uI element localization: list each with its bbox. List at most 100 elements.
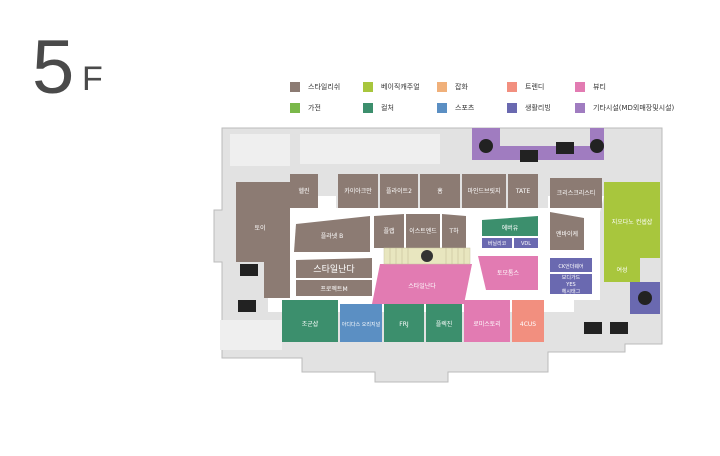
legend-item-goods: 잡화 xyxy=(437,82,468,92)
legend-item-culture: 컬처 xyxy=(363,103,394,113)
elevator-icon xyxy=(520,150,538,162)
store-label: 플랩 xyxy=(383,227,394,235)
store-s_5 xyxy=(508,174,538,208)
store-label: T하 xyxy=(448,227,459,235)
store-s_13 xyxy=(482,216,538,236)
store-s_15 xyxy=(514,238,538,248)
store-s_6 xyxy=(550,178,602,208)
store-label: 여성 xyxy=(616,266,627,274)
restroom-icon xyxy=(638,291,652,305)
legend-item-style: 스타일리쉬 xyxy=(290,82,340,92)
store-label: 로미스토리 xyxy=(473,320,501,328)
store-label: 4CUS xyxy=(520,321,536,328)
legend-swatch xyxy=(437,103,447,113)
store-s_21 xyxy=(550,274,592,294)
store-label: 토모톰스 xyxy=(497,270,520,277)
legend-item-elec: 가전 xyxy=(290,103,321,113)
store-label: FRJ xyxy=(399,321,409,328)
legend-item-bcasual: 베이직캐주얼 xyxy=(363,82,420,92)
store-s_16 xyxy=(296,258,372,278)
stairs-icon xyxy=(556,142,574,154)
legend-item-sports: 스포츠 xyxy=(437,103,474,113)
legend-swatch xyxy=(575,82,585,92)
stairs-icon xyxy=(610,322,628,334)
store-label: 스타일난다 xyxy=(408,282,436,290)
service-area xyxy=(230,134,290,166)
legend-item-beauty: 뷰티 xyxy=(575,82,606,92)
store-s_1 xyxy=(338,174,378,208)
store-label: 이스트엔드 xyxy=(409,227,437,235)
legend-swatch xyxy=(507,82,517,92)
store-s_11 xyxy=(442,214,466,248)
legend-label: 스포츠 xyxy=(455,104,475,112)
store-label: 카이아크만 xyxy=(344,187,372,195)
legend-item-living: 생활리빙 xyxy=(507,103,551,113)
legend-label: 잡화 xyxy=(455,83,468,91)
store-s_29 xyxy=(464,300,510,342)
service-area xyxy=(220,320,282,350)
store-label: 플렉진 xyxy=(436,320,453,328)
elevator-icon xyxy=(238,300,256,312)
store-s_28 xyxy=(426,304,462,342)
store-label: 아디다스 오리지널 xyxy=(342,321,381,328)
store-label: 보디가드 xyxy=(562,274,581,281)
store-s_18 xyxy=(372,264,472,304)
legend-swatch xyxy=(290,82,300,92)
store-label: YES xyxy=(565,282,575,288)
floor-unit: F xyxy=(82,60,103,98)
store-s_10 xyxy=(406,214,440,248)
store-label: 에버유 xyxy=(502,224,519,232)
store-s_12 xyxy=(550,212,584,250)
store-label: 토이 xyxy=(254,224,265,232)
restroom-male-icon xyxy=(590,139,604,153)
legend-label: 베이직캐주얼 xyxy=(381,83,420,91)
legend-swatch xyxy=(290,103,300,113)
legend-label: 뷰티 xyxy=(593,83,606,91)
escalator-icon xyxy=(421,250,433,262)
store-s_left_toy xyxy=(236,182,290,298)
store-s_17 xyxy=(296,280,372,296)
store-s_8 xyxy=(294,216,370,252)
store-s_19 xyxy=(478,256,538,290)
store-label: 크리스크리스티 xyxy=(557,189,596,197)
store-s_20 xyxy=(550,258,592,272)
legend-swatch xyxy=(507,103,517,113)
legend-label: 생활리빙 xyxy=(525,104,551,112)
store-label: 지오다노 컨셉샵 xyxy=(612,218,653,226)
legend-swatch xyxy=(363,82,373,92)
store-label: CK언더웨어 xyxy=(558,263,583,270)
legend-item-trend: 트렌디 xyxy=(507,82,544,92)
store-label: 홈 xyxy=(437,187,443,195)
store-s_26 xyxy=(340,304,382,342)
escalator-lines xyxy=(389,248,465,264)
store-label: 플라이트2 xyxy=(386,187,412,195)
floor-number: 5 xyxy=(32,25,74,110)
legend-label: 트렌디 xyxy=(525,83,545,91)
store-label: 헤시태그 xyxy=(562,288,581,295)
facility-top-bar xyxy=(500,146,590,160)
legend-item-etc: 기타시설(MD외매장및시설) xyxy=(575,103,674,113)
legend-swatch xyxy=(437,82,447,92)
legend-label: 컬처 xyxy=(381,104,394,112)
store-label: VDL xyxy=(521,241,531,247)
store-s_top_shoe xyxy=(290,174,318,208)
store-s_3 xyxy=(420,174,460,208)
legend-swatch xyxy=(363,103,373,113)
store-s_7 xyxy=(604,182,660,282)
legend-swatch xyxy=(575,103,585,113)
store-s_30 xyxy=(512,300,544,342)
store-label: 프로젝트M xyxy=(320,285,347,293)
store-label: 플라넷 B xyxy=(321,232,344,240)
elevator-icon xyxy=(584,322,602,334)
service-area xyxy=(300,134,440,164)
legend-label: 가전 xyxy=(308,104,321,112)
store-s_9 xyxy=(374,214,404,248)
store-label: 엔바이케 xyxy=(556,230,578,238)
store-label: 스타일난다 xyxy=(313,264,355,275)
store-label: 마인드브릿지 xyxy=(467,187,500,195)
legend-label: 기타시설(MD외매장및시설) xyxy=(593,104,675,112)
store-s_25 xyxy=(282,300,338,342)
store-s_27 xyxy=(384,304,424,342)
restroom-female-icon xyxy=(479,139,493,153)
